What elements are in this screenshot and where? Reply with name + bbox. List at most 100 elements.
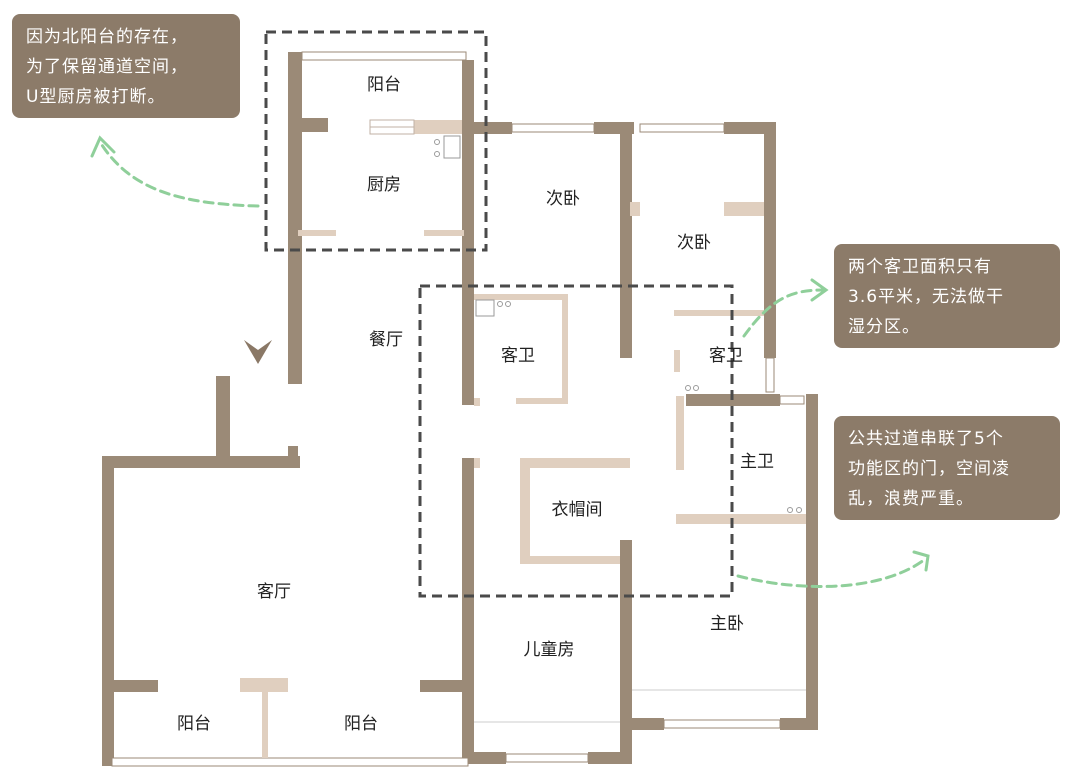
arrow-corridor (736, 558, 926, 588)
wall (462, 60, 474, 405)
partition (562, 294, 568, 404)
wall (462, 752, 506, 764)
faucet (434, 139, 440, 145)
sink (475, 299, 495, 317)
faucet (787, 507, 793, 513)
note-line: U型厨房被打断。 (26, 87, 166, 107)
wall (462, 122, 512, 134)
partition (516, 398, 568, 404)
wall (420, 680, 474, 692)
wall (300, 118, 328, 132)
partition (474, 398, 480, 406)
arrow-kitchen (98, 140, 260, 208)
arrow-head (90, 135, 116, 158)
room-label-guest-bath-1: 客卫 (501, 346, 535, 366)
walls (102, 52, 818, 766)
windows (111, 51, 806, 767)
note-line: 因为北阳台的存在， (26, 27, 188, 47)
wall (620, 122, 632, 358)
room-label-cloakroom: 衣帽间 (552, 500, 603, 520)
partition (724, 202, 764, 216)
faucet (497, 301, 503, 307)
sink (443, 135, 461, 159)
room-label-second-bedroom-2: 次卧 (677, 233, 711, 253)
partition (520, 458, 630, 468)
partition (424, 230, 464, 236)
partition (474, 458, 480, 468)
wall (780, 718, 816, 730)
wall (630, 718, 664, 730)
partition (674, 350, 680, 372)
callout-arrows (90, 135, 930, 588)
note-line: 乱，浪费严重。 (848, 489, 974, 509)
window (511, 123, 595, 133)
wall (806, 394, 818, 730)
room-label-balcony-s: 阳台 (344, 714, 378, 734)
faucet (434, 151, 440, 157)
faucet (796, 507, 802, 513)
partition (474, 294, 568, 300)
partition (520, 458, 530, 564)
room-label-balcony-north: 阳台 (367, 75, 401, 95)
entrance-arrow-notch (244, 340, 272, 350)
wall (216, 376, 230, 456)
window (505, 753, 589, 763)
note-line: 公共过道串联了5个 (848, 429, 1004, 449)
wall (724, 122, 774, 134)
faucet (693, 385, 699, 391)
wall (102, 456, 300, 468)
faucet (685, 385, 691, 391)
note-line: 湿分区。 (848, 317, 920, 337)
partition (240, 678, 288, 692)
corridor-highlight (418, 284, 734, 598)
partition (630, 202, 640, 216)
window (663, 719, 781, 729)
wall (462, 458, 474, 764)
window (639, 123, 725, 133)
window (111, 757, 469, 767)
note-bathrooms: 两个客卫面积只有 3.6平米，无法做干 湿分区。 (834, 244, 1060, 348)
partition (676, 514, 806, 524)
wall (588, 752, 628, 764)
highlight-boxes (264, 30, 734, 598)
arrow-head (912, 550, 930, 572)
wall (620, 540, 632, 764)
room-label-master-bath: 主卫 (740, 452, 774, 472)
wall (216, 376, 230, 386)
room-label-dining: 餐厅 (369, 330, 403, 350)
entrance-arrow-icon (244, 340, 272, 364)
faucet (505, 301, 511, 307)
partition (262, 692, 268, 758)
note-line: 为了保留通道空间， (26, 57, 188, 77)
note-line: 3.6平米，无法做干 (848, 287, 1005, 307)
room-label-kitchen: 厨房 (367, 175, 401, 195)
partition (414, 120, 462, 134)
room-label-master-bedroom: 主卧 (710, 614, 744, 634)
partition (674, 310, 764, 316)
partitions (240, 120, 806, 758)
arrow-head (810, 278, 829, 302)
room-label-balcony-sw: 阳台 (177, 714, 211, 734)
note-corridor: 公共过道串联了5个 功能区的门，空间凌 乱，浪费严重。 (834, 416, 1060, 520)
arrow-bathrooms (742, 288, 824, 338)
note-kitchen: 因为北阳台的存在， 为了保留通道空间， U型厨房被打断。 (12, 14, 240, 118)
wall (764, 122, 776, 358)
window (779, 395, 805, 405)
room-label-second-bedroom-1: 次卧 (546, 189, 580, 209)
window (301, 51, 467, 61)
note-line: 两个客卫面积只有 (848, 257, 992, 277)
partition (676, 396, 684, 470)
fixtures (434, 135, 802, 513)
partition (520, 556, 620, 564)
kitchen-highlight (264, 30, 488, 252)
window (765, 357, 775, 393)
wall (102, 680, 158, 692)
room-label-guest-bath-2: 客卫 (709, 346, 743, 366)
room-labels: 阳台 厨房 次卧 次卧 餐厅 客卫 客卫 主卫 衣帽间 客厅 主卧 儿童房 阳台… (177, 75, 774, 734)
room-label-kids-room: 儿童房 (524, 640, 575, 660)
wall (288, 52, 302, 384)
room-label-living: 客厅 (257, 582, 291, 602)
note-line: 功能区的门，空间凌 (848, 459, 1010, 479)
partition (298, 230, 336, 236)
